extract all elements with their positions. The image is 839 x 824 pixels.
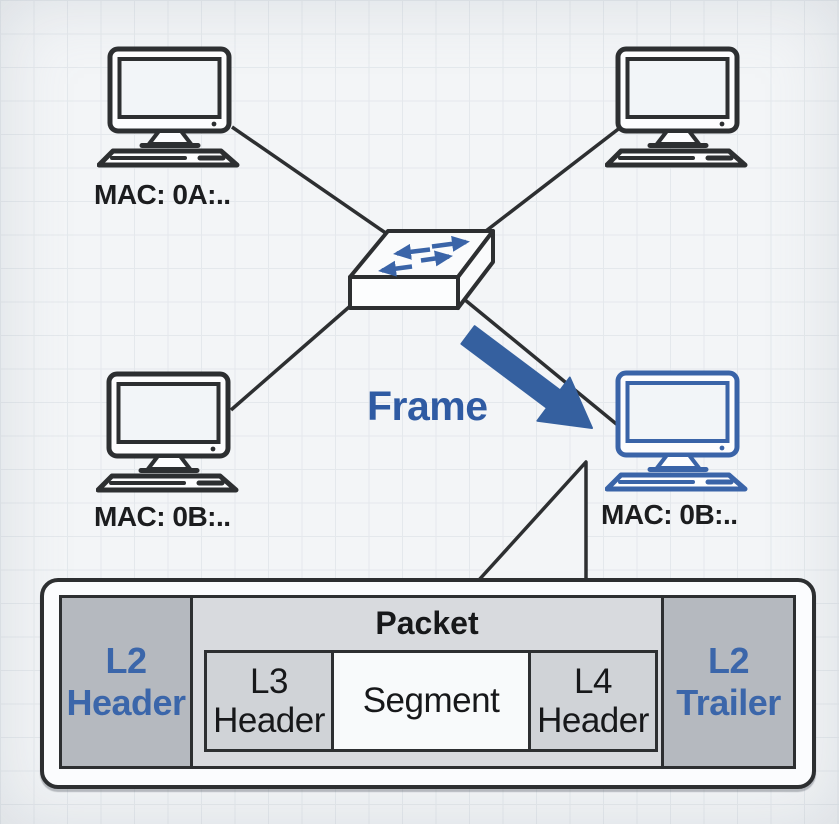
switch-traffic-arrows <box>378 235 470 277</box>
frame-structure-row: L2 Header Packet L3 Header Segment L4 He… <box>59 595 796 769</box>
link-topleft-switch <box>231 125 391 238</box>
network-switch-icon <box>348 229 495 310</box>
segment-cell: Segment <box>334 650 528 752</box>
l2-trailer-cell: L2 Trailer <box>661 595 796 769</box>
link-topright-switch <box>480 125 623 236</box>
computer-top-right-icon <box>607 49 745 165</box>
packet-subrow: L3 Header Segment L4 Header <box>204 650 658 752</box>
frame-caption: Frame <box>367 383 488 429</box>
l4-header-cell: L4 Header <box>528 650 658 752</box>
link-bottomleft-switch <box>229 299 358 412</box>
frame-arrow-icon <box>460 325 593 429</box>
packet-title: Packet <box>375 605 479 641</box>
frame-structure-box: L2 Header Packet L3 Header Segment L4 He… <box>40 578 816 789</box>
mac-label-bottom-right: MAC: 0B:.. <box>601 499 738 530</box>
computer-bottom-right-icon <box>607 373 745 489</box>
callout-tail-pointer <box>476 460 588 583</box>
computer-bottom-left-icon <box>98 374 236 490</box>
mac-label-bottom-left: MAC: 0B:.. <box>94 501 231 532</box>
ethernet-links <box>229 125 623 429</box>
link-switch-bottomright <box>457 293 622 429</box>
packet-cell: Packet L3 Header Segment L4 Header <box>193 595 661 769</box>
mac-label-top-left: MAC: 0A:.. <box>94 179 231 210</box>
l2-header-cell: L2 Header <box>59 595 193 769</box>
l3-header-cell: L3 Header <box>204 650 334 752</box>
computer-top-left-icon <box>99 49 237 165</box>
